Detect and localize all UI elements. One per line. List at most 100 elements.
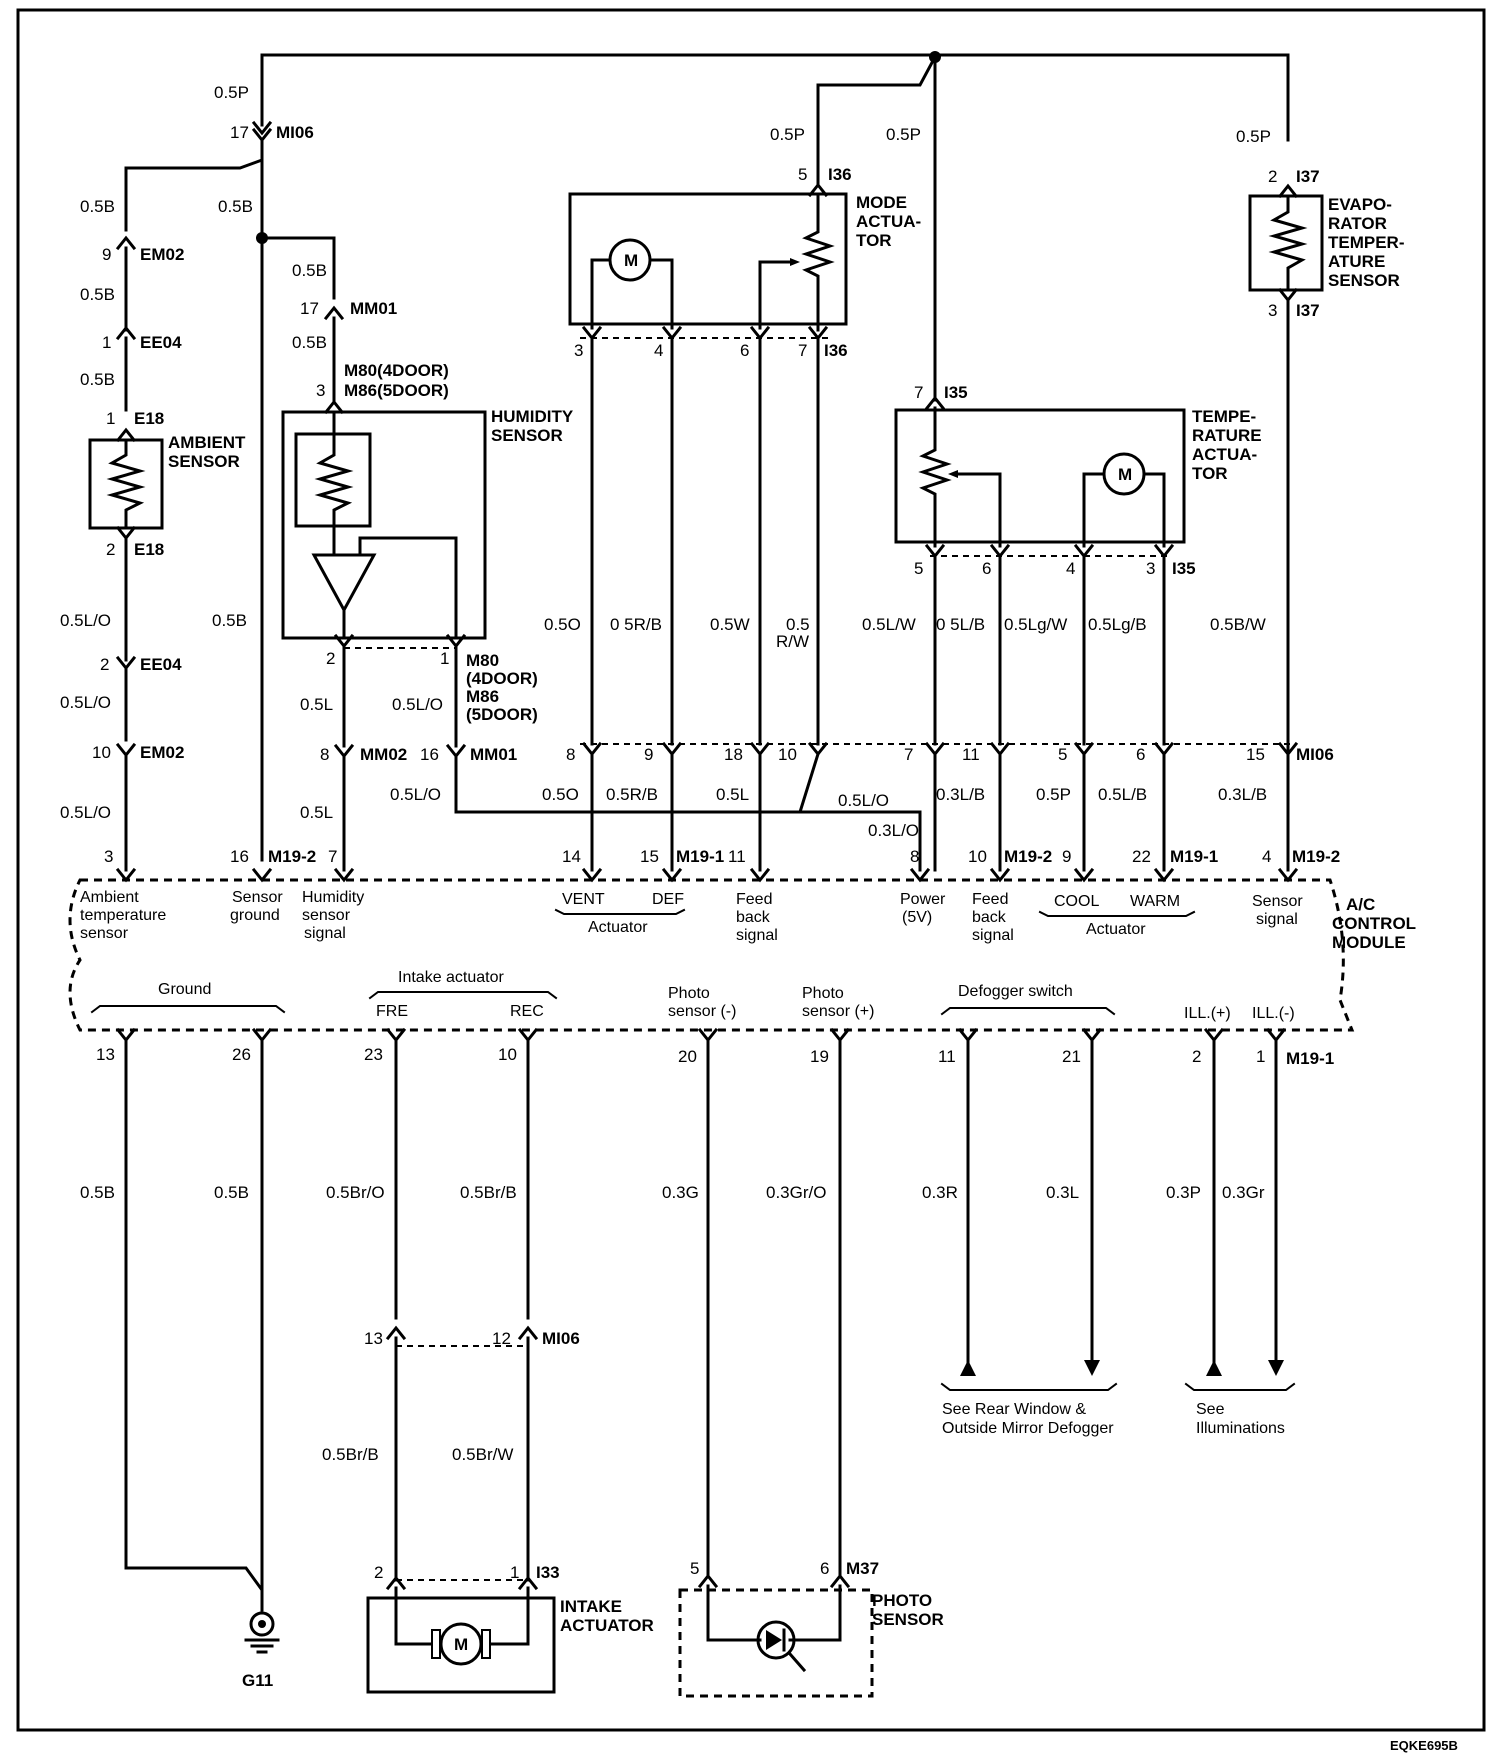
- module-top-pins: 3 16 M19-2 7 14 15 M19-1 11 8 10 M19-2 9…: [104, 847, 1340, 883]
- wire-label: 0.5B: [80, 285, 115, 304]
- pin-number: 2: [374, 1563, 383, 1582]
- connector-label: MM01: [470, 745, 517, 764]
- pin-number: 13: [96, 1045, 115, 1064]
- pin-number: 2: [1268, 167, 1277, 186]
- group-label: Ground: [158, 981, 211, 998]
- pin-number: 16: [420, 745, 439, 764]
- wire-label: 0.5B: [214, 1183, 249, 1202]
- pin-number: 10: [92, 743, 111, 762]
- connector-label: M19-2: [1292, 847, 1340, 866]
- wire-label: 0.5B: [218, 197, 253, 216]
- wire-label: 0.5B: [80, 197, 115, 216]
- humidity-sensor-box: [281, 410, 487, 640]
- pin-number: 11: [938, 1047, 956, 1066]
- intake-actuator: 0.5Br/O 0.5Br/B 13 12 MI06 0.5Br/B 0.5Br…: [322, 1038, 654, 1694]
- evaporator-sensor-box: [1248, 194, 1324, 292]
- wire-label: 0.5B: [292, 261, 327, 280]
- wire-label: 0.5L: [300, 803, 333, 822]
- group-label: Actuator: [1086, 921, 1146, 938]
- connector-label: EE04: [140, 333, 182, 352]
- pin-number: 19: [810, 1047, 829, 1066]
- pin-number: 11: [962, 745, 980, 764]
- pin-label: ILL.(+): [1184, 1005, 1231, 1022]
- wire-label: 0.5Br/W: [452, 1445, 513, 1464]
- pin-number: 14: [562, 847, 581, 866]
- humidity-sensor: 0.5B 17 MM01 0.5B M80(4DOOR) M86(5DOOR) …: [281, 261, 922, 872]
- pin-number: 3: [1146, 559, 1155, 578]
- wire-label: 0.3P: [1166, 1183, 1201, 1202]
- arrow-up-icon: [1206, 1360, 1222, 1376]
- defogger-note: See Rear Window &Outside Mirror Defogger: [942, 1401, 1114, 1437]
- pin-label: REC: [510, 1003, 544, 1020]
- pin-number: 5: [914, 559, 923, 578]
- pin-number: 18: [724, 745, 743, 764]
- wire-label: 0.5L/O: [390, 785, 441, 804]
- connector-label: M19-1: [676, 847, 724, 866]
- group-label: Actuator: [588, 919, 648, 936]
- ground-icon: [249, 1611, 275, 1637]
- pin-number: 21: [1062, 1047, 1081, 1066]
- pin-number: 17: [230, 123, 249, 142]
- pin-number: 10: [498, 1045, 517, 1064]
- ground-circuit: 0.5B 0.5B G11: [80, 1038, 280, 1690]
- pin-number: 1: [102, 333, 111, 352]
- pin-number: 15: [640, 847, 659, 866]
- wire-label: 0.5Br/O: [326, 1183, 385, 1202]
- wire-label: 0.5B/W: [1210, 615, 1266, 634]
- pin-label: FRE: [376, 1003, 408, 1020]
- wire-label: 0.5L/W: [862, 615, 916, 634]
- module-bottom-pins: 13 26 23 10 20 19 11 21 2 1 M19-1: [96, 1027, 1334, 1068]
- pin-number: 11: [728, 847, 746, 866]
- wire-label: 0.5P: [1236, 127, 1271, 146]
- defogger-illumination: 0.3R 0.3L 0.3P 0.3Gr See Rear Window &Ou…: [922, 1038, 1296, 1437]
- connector-label: MI06: [1296, 745, 1334, 764]
- ac-control-module: 3 16 M19-2 7 14 15 M19-1 11 8 10 M19-2 9…: [68, 847, 1416, 1068]
- pin-number: 2: [1192, 1047, 1201, 1066]
- connector-label: EM02: [140, 743, 184, 762]
- pin-number: 1: [510, 1563, 519, 1582]
- pin-label: VENT: [562, 891, 605, 908]
- pin-number: 15: [1246, 745, 1265, 764]
- diagram-frame: [16, 8, 1486, 1732]
- wire-label: 0.5B: [80, 370, 115, 389]
- wire-label: 0.5B: [80, 1183, 115, 1202]
- pin-number: 7: [904, 745, 913, 764]
- pin-number: 20: [678, 1047, 697, 1066]
- pin-number: 6: [982, 559, 991, 578]
- mode-actuator-box: [568, 192, 848, 326]
- pin-number: 2: [326, 649, 335, 668]
- connector-label: M80(4DOOR): [344, 361, 449, 380]
- pin-number: 7: [914, 383, 923, 402]
- pin-number: 22: [1132, 847, 1151, 866]
- arrow-down-icon: [1268, 1360, 1284, 1376]
- wire-label: 0.5W: [710, 615, 750, 634]
- wire-label: 0.5P: [214, 83, 249, 102]
- pin-number: 2: [106, 540, 115, 559]
- wire-label: 0.3Gr/O: [766, 1183, 826, 1202]
- connector-label: M37: [846, 1559, 879, 1578]
- motor-brush: [481, 1629, 491, 1659]
- ground-label: G11: [242, 1671, 273, 1690]
- wire-label: 0.5P: [886, 125, 921, 144]
- pin-number: 4: [1262, 847, 1271, 866]
- temperature-actuator-box: [894, 408, 1186, 544]
- pin-number: 16: [230, 847, 249, 866]
- connector-label: EM02: [140, 245, 184, 264]
- pin-label: ILL.(-): [1252, 1005, 1295, 1022]
- connector-label: EE04: [140, 655, 182, 674]
- wire-label: 0.3G: [662, 1183, 699, 1202]
